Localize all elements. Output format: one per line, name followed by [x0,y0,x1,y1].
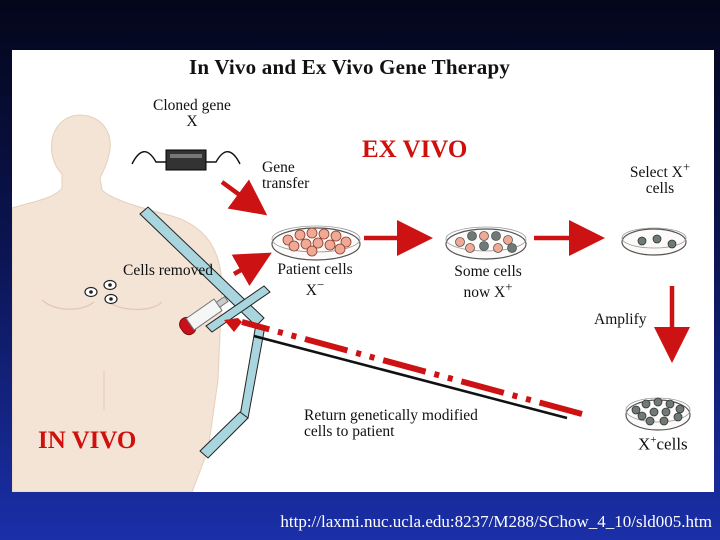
diagram-panel: In Vivo and Ex Vivo Gene Therapy Cloned … [12,50,714,492]
return-cells-label: Return genetically modified cells to pat… [304,407,478,441]
x-plus-cells-label: X+cells [638,434,688,454]
dish-some-cells [445,226,527,260]
arrow-gene-to-dish [220,179,268,216]
diagram-title: In Vivo and Ex Vivo Gene Therapy [189,55,511,79]
chest-cells [84,279,118,305]
red-arrows [220,179,690,363]
return-arrow [224,318,583,420]
cloned-gene-icon [131,149,241,171]
in-vivo-heading: IN VIVO [38,427,137,454]
transfer-tube-outline [139,206,271,459]
dish-selected-cells [621,227,687,256]
ex-vivo-heading: EX VIVO [362,136,468,163]
source-url[interactable]: http://laxmi.nuc.ucla.edu:8237/M288/SCho… [280,512,712,531]
select-cells-label: Select X+ cells [629,159,691,198]
amplify-label: Amplify [594,311,647,328]
syringe-icon [179,295,229,336]
some-cells-label: Some cells now X+ [454,263,522,302]
gene-transfer-label: Gene transfer [262,159,310,193]
cells-removed-label: Cells removed [123,262,213,279]
dish-amplified-cells [625,397,691,431]
dish-patient-cells [271,225,361,261]
cloned-gene-label: Cloned gene X [153,97,231,131]
patient-cells-label: Patient cells X− [277,261,353,300]
patient-body [12,114,223,492]
gene-therapy-diagram [12,114,691,492]
arrow-cells-to-dish [231,252,272,286]
